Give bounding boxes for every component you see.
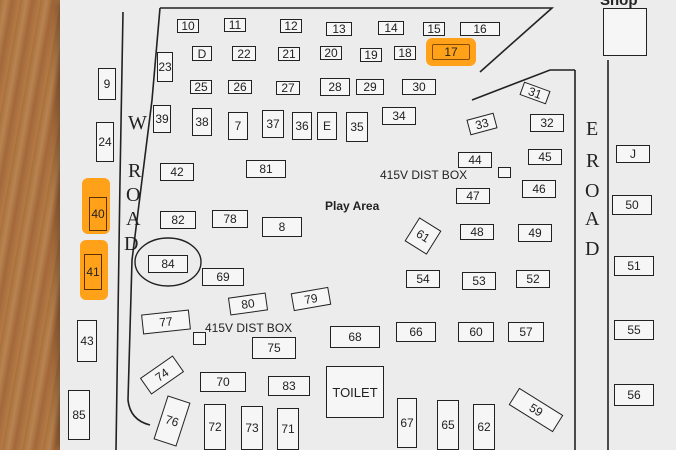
site-55[interactable]: 55 bbox=[614, 320, 654, 340]
road-east-letter: A bbox=[585, 208, 600, 230]
road-west-letter: A bbox=[126, 208, 141, 230]
site-81[interactable]: 81 bbox=[246, 160, 286, 178]
site-62[interactable]: 62 bbox=[473, 404, 495, 450]
site-18[interactable]: 18 bbox=[394, 46, 416, 60]
site-48[interactable]: 48 bbox=[460, 224, 494, 240]
site-70[interactable]: 70 bbox=[200, 372, 246, 392]
site-j[interactable]: J bbox=[616, 145, 650, 163]
site-60[interactable]: 60 bbox=[458, 322, 494, 342]
site-84-circled[interactable]: 84 bbox=[148, 255, 188, 273]
site-24[interactable]: 24 bbox=[96, 122, 114, 162]
road-east-letter: D bbox=[585, 238, 600, 260]
road-west-letter: W bbox=[128, 112, 147, 134]
site-19[interactable]: 19 bbox=[360, 48, 382, 62]
site-54[interactable]: 54 bbox=[406, 270, 440, 288]
site-e[interactable]: E bbox=[317, 112, 337, 140]
site-36[interactable]: 36 bbox=[292, 112, 312, 140]
site-57[interactable]: 57 bbox=[508, 322, 544, 342]
site-35[interactable]: 35 bbox=[346, 112, 368, 142]
shop-label: Shop bbox=[600, 0, 638, 9]
toilet-block: TOILET bbox=[326, 366, 384, 418]
site-72[interactable]: 72 bbox=[204, 404, 226, 450]
site-23[interactable]: 23 bbox=[157, 52, 173, 82]
site-46[interactable]: 46 bbox=[522, 180, 556, 198]
site-26[interactable]: 26 bbox=[228, 80, 252, 94]
site-38[interactable]: 38 bbox=[192, 108, 212, 136]
dist-box-label-east: 415V DIST BOX bbox=[380, 168, 468, 182]
site-10[interactable]: 10 bbox=[177, 19, 199, 33]
site-40-highlighted[interactable]: 40 bbox=[89, 197, 107, 231]
site-30[interactable]: 30 bbox=[402, 79, 436, 95]
site-20[interactable]: 20 bbox=[320, 46, 342, 60]
site-12[interactable]: 12 bbox=[280, 19, 302, 33]
site-39[interactable]: 39 bbox=[153, 105, 171, 133]
site-83[interactable]: 83 bbox=[268, 376, 310, 396]
site-52[interactable]: 52 bbox=[516, 270, 550, 288]
site-75[interactable]: 75 bbox=[252, 337, 296, 359]
site-27[interactable]: 27 bbox=[276, 81, 300, 95]
site-9[interactable]: 9 bbox=[98, 68, 116, 100]
site-53[interactable]: 53 bbox=[462, 272, 496, 290]
site-82[interactable]: 82 bbox=[160, 211, 196, 229]
dist-box-east bbox=[498, 167, 511, 178]
site-56[interactable]: 56 bbox=[614, 384, 654, 406]
site-45[interactable]: 45 bbox=[528, 149, 562, 165]
site-78[interactable]: 78 bbox=[212, 210, 248, 228]
dist-box-west bbox=[193, 332, 206, 345]
site-71[interactable]: 71 bbox=[277, 408, 299, 450]
site-7[interactable]: 7 bbox=[228, 112, 248, 140]
site-85[interactable]: 85 bbox=[68, 390, 90, 440]
site-21[interactable]: 21 bbox=[278, 47, 300, 61]
site-28[interactable]: 28 bbox=[320, 78, 350, 96]
site-50[interactable]: 50 bbox=[612, 195, 652, 215]
site-47[interactable]: 47 bbox=[456, 188, 490, 204]
site-73[interactable]: 73 bbox=[241, 406, 263, 450]
site-32[interactable]: 32 bbox=[530, 114, 564, 132]
site-51[interactable]: 51 bbox=[614, 256, 654, 276]
play-area-label: Play Area bbox=[325, 199, 380, 213]
site-14[interactable]: 14 bbox=[378, 21, 404, 35]
site-8[interactable]: 8 bbox=[262, 217, 302, 237]
site-25[interactable]: 25 bbox=[190, 80, 212, 94]
road-east-letter: O bbox=[585, 180, 600, 202]
site-41-highlighted[interactable]: 41 bbox=[84, 254, 102, 290]
site-11[interactable]: 11 bbox=[224, 18, 246, 32]
site-16[interactable]: 16 bbox=[460, 22, 500, 36]
site-68[interactable]: 68 bbox=[330, 326, 380, 348]
road-west-letter: O bbox=[126, 184, 141, 206]
road-west-letter: R bbox=[128, 160, 142, 182]
site-37[interactable]: 37 bbox=[262, 110, 284, 138]
site-43[interactable]: 43 bbox=[77, 320, 97, 362]
site-69[interactable]: 69 bbox=[202, 268, 244, 286]
site-67[interactable]: 67 bbox=[397, 398, 417, 448]
road-east-letter: E bbox=[586, 118, 599, 140]
site-22[interactable]: 22 bbox=[232, 46, 256, 61]
site-65[interactable]: 65 bbox=[437, 400, 459, 450]
shop-building bbox=[603, 8, 647, 56]
site-13[interactable]: 13 bbox=[326, 22, 352, 36]
site-d[interactable]: D bbox=[192, 46, 212, 61]
site-44[interactable]: 44 bbox=[458, 152, 492, 168]
site-17-highlighted[interactable]: 17 bbox=[432, 44, 470, 60]
road-east-letter: R bbox=[586, 150, 600, 172]
road-west-letter: D bbox=[124, 233, 139, 255]
site-34[interactable]: 34 bbox=[382, 107, 416, 125]
site-15[interactable]: 15 bbox=[423, 22, 445, 36]
site-42[interactable]: 42 bbox=[160, 163, 194, 181]
site-66[interactable]: 66 bbox=[396, 322, 436, 342]
dist-box-label-west: 415V DIST BOX bbox=[205, 321, 293, 335]
site-29[interactable]: 29 bbox=[356, 79, 384, 95]
site-49[interactable]: 49 bbox=[518, 224, 552, 242]
